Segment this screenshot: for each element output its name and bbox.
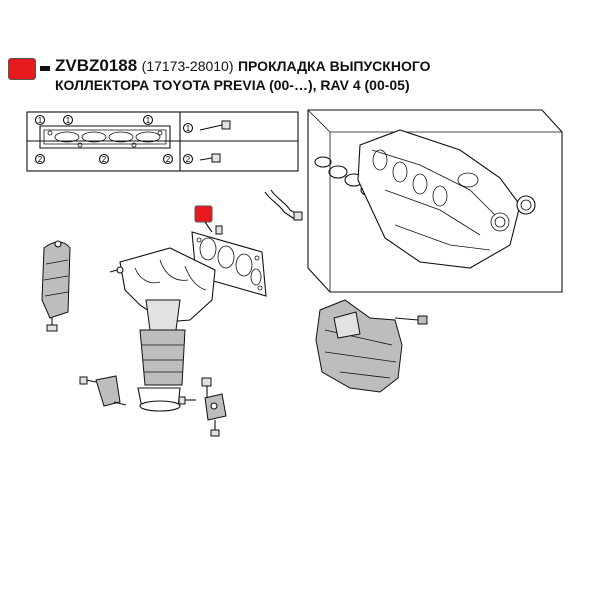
vacuum-hose: [264, 189, 303, 221]
title-line-1: ПРОКЛАДКА ВЫПУСКНОГО: [237, 58, 431, 74]
highlight-marker-icon: [194, 205, 213, 223]
exhaust-manifold: [109, 247, 216, 412]
header-line-1: ZVBZ0188 (17173-28010) ПРОКЛАДКА ВЫПУСКН…: [55, 56, 430, 76]
lower-insulator: [315, 299, 403, 393]
red-marker-icon: [8, 58, 36, 80]
heat-shield: [41, 240, 71, 332]
title-line-2: КОЛЛЕКТОРА TOYOTA PREVIA (00-…), RAV 4 (…: [55, 77, 410, 93]
callout-2: 2: [166, 155, 171, 164]
parts-table: [26, 111, 299, 172]
intake-manifold-group: [307, 109, 563, 293]
part-number: (17173-28010): [141, 58, 234, 74]
callout-1: 1: [66, 116, 71, 125]
callout-markers: 1 1 1 2 2 2 1 2: [34, 114, 194, 165]
dash-icon: [40, 66, 50, 71]
stud-thumbnails: [199, 120, 231, 163]
callout-1: 1: [186, 124, 191, 133]
callout-2: 2: [102, 155, 107, 164]
gasket-thumbnail: [39, 125, 171, 149]
callout-1: 1: [146, 116, 151, 125]
lower-brackets: [79, 375, 227, 437]
product-code: ZVBZ0188: [55, 56, 138, 75]
callout-2: 2: [38, 155, 43, 164]
callout-2: 2: [186, 155, 191, 164]
intake-bolt: [394, 315, 428, 325]
callout-1: 1: [38, 116, 43, 125]
